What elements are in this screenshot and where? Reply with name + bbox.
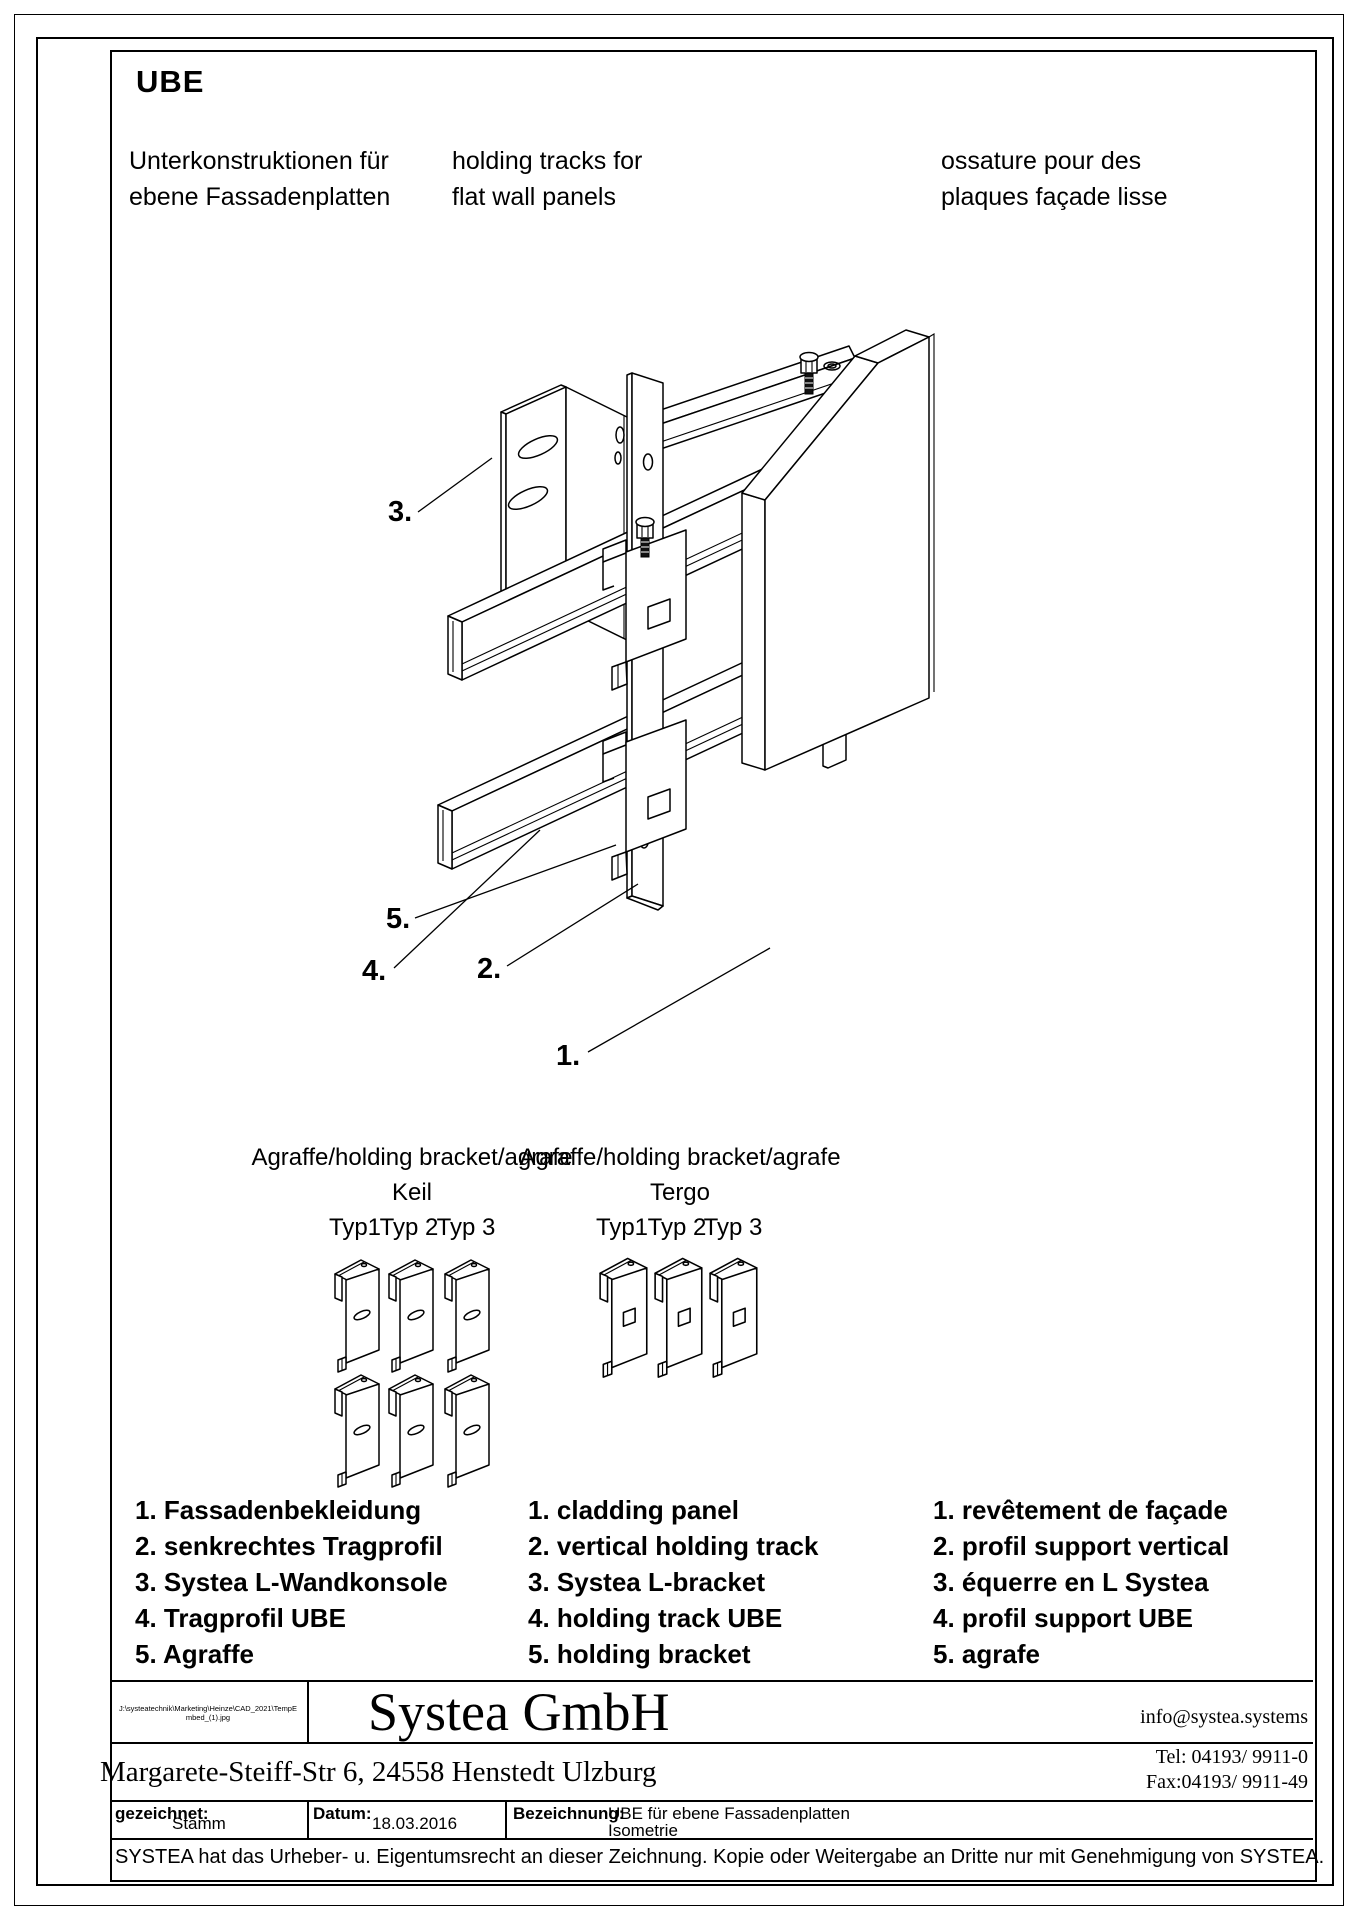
agraffe-tergo-subtitle: Tergo: [649, 1179, 711, 1206]
legend-fr-2: 2. profil support vertical: [933, 1531, 1230, 1561]
legend-en-3: 3. Systea L-bracket: [528, 1567, 766, 1597]
keil-typ2-label: Typ 2: [379, 1214, 439, 1241]
subtitle-english-line2: flat wall panels: [452, 183, 616, 211]
leader-lines: [393, 457, 771, 1053]
file-path: J:\systeatechnik\Marketing\Heinze\CAD_20…: [118, 1704, 297, 1722]
tergo-typ1-label: Typ1: [595, 1214, 649, 1241]
titleblock-line-3: [110, 1800, 1313, 1802]
fax: Fax:04193/ 9911-49: [1145, 1771, 1308, 1793]
tergo-typ3-bracket-icon: [710, 1258, 757, 1377]
keil-typ1-bracket-icon: [335, 1260, 379, 1372]
tergo-typ2-bracket-icon: [655, 1258, 702, 1377]
page-title: UBE: [136, 64, 205, 99]
tergo-typ1-bracket-icon: [600, 1258, 647, 1377]
titleblock-divider-date: [505, 1800, 507, 1838]
copyright-notice: SYSTEA hat das Urheber- u. Eigentumsrech…: [115, 1846, 1325, 1868]
legend-fr-4: 4. profil support UBE: [933, 1603, 1193, 1633]
callout-5: 5.: [386, 903, 411, 935]
isometric-drawing: [393, 329, 935, 1053]
top-bolt-graphic: [799, 351, 841, 395]
company-name: Systea GmbH: [368, 1682, 670, 1742]
legend-german: 1. Fassadenbekleidung 2. senkrechtes Tra…: [135, 1492, 448, 1672]
bracket-icons: [300, 1245, 780, 1505]
designation-line1: UBE für ebene Fassadenplatten: [608, 1804, 850, 1823]
legend-fr-1: 1. revêtement de façade: [933, 1495, 1228, 1525]
titleblock-line-4: [110, 1838, 1313, 1840]
legend-english: 1. cladding panel 2. vertical holding tr…: [528, 1492, 818, 1672]
legend-de-5: 5. Agraffe: [135, 1639, 254, 1669]
email: info@systea.systems: [1140, 1706, 1308, 1728]
legend-de-3: 3. Systea L-Wandkonsole: [135, 1567, 448, 1597]
subtitle-english: holding tracks for flat wall panels: [452, 143, 642, 215]
legend-de-2: 2. senkrechtes Tragprofil: [135, 1531, 443, 1561]
legend-french: 1. revêtement de façade 2. profil suppor…: [933, 1492, 1229, 1672]
titleblock-divider-filepath: [307, 1680, 309, 1742]
top-track-graphic: [633, 345, 856, 457]
callout-2: 2.: [477, 953, 502, 985]
legend-de-1: 1. Fassadenbekleidung: [135, 1495, 422, 1525]
keil-typ3-label: Typ 3: [436, 1214, 496, 1241]
legend-en-2: 2. vertical holding track: [528, 1531, 819, 1561]
address: Margarete-Steiff-Str 6, 24558 Henstedt U…: [100, 1756, 657, 1788]
page-border-inner: [36, 37, 1334, 1886]
callout-1: 1.: [556, 1040, 581, 1072]
legend-de-4: 4. Tragprofil UBE: [135, 1603, 346, 1633]
subtitle-german: Unterkonstruktionen für ebene Fassadenpl…: [129, 143, 390, 215]
legend-fr-3: 3. équerre en L Systea: [933, 1567, 1209, 1597]
titleblock-divider-drawn: [307, 1800, 309, 1838]
page-border-outer: [14, 14, 1344, 1906]
subtitle-english-line1: holding tracks for: [452, 147, 643, 175]
callout-3: 3.: [388, 496, 413, 528]
drawn-label: gezeichnet:: [115, 1804, 209, 1823]
designation-label: Bezeichnung:: [513, 1804, 625, 1823]
titleblock-line-2: [110, 1742, 1313, 1744]
upper-agraffe-graphic: [602, 516, 687, 691]
drawn-by: Stamm: [172, 1814, 226, 1833]
content-frame: [110, 50, 1317, 1882]
subtitle-french-line2: plaques façade lisse: [941, 183, 1168, 211]
legend-en-5: 5. holding bracket: [528, 1639, 751, 1669]
subtitle-french-line1: ossature pour des: [941, 147, 1142, 175]
keil-typ1-label: Typ1: [328, 1214, 382, 1241]
subtitle-german-line1: Unterkonstruktionen für: [129, 147, 389, 175]
agraffe-keil-subtitle: Keil: [391, 1179, 433, 1206]
designation-line2: Isometrie: [608, 1821, 678, 1840]
tergo-typ2-label: Typ 2: [647, 1214, 707, 1241]
legend-fr-5: 5. agrafe: [933, 1639, 1040, 1669]
legend-en-1: 1. cladding panel: [528, 1495, 739, 1525]
keil-typ2-bracket-icon: [389, 1260, 433, 1372]
date-label: Datum:: [313, 1804, 372, 1823]
date-value: 18.03.2016: [372, 1814, 458, 1833]
agraffe-tergo-title: Agraffe/holding bracket/agrafe: [519, 1144, 841, 1171]
legend-en-4: 4. holding track UBE: [528, 1603, 783, 1633]
cladding-panel-graphic: [741, 329, 935, 771]
subtitle-german-line2: ebene Fassadenplatten: [129, 183, 391, 211]
keil-typ3-bracket-icon: [445, 1260, 489, 1372]
agraffe-keil-title: Agraffe/holding bracket/agrafe: [251, 1144, 573, 1171]
subtitle-french: ossature pour des plaques façade lisse: [941, 143, 1168, 215]
keil-typ1-bracket-icon-row2: [335, 1375, 379, 1487]
keil-typ2-bracket-icon-row2: [389, 1375, 433, 1487]
tergo-typ3-label: Typ 3: [703, 1214, 763, 1241]
lower-agraffe-graphic: [602, 719, 687, 881]
lower-track-graphic: [437, 660, 761, 870]
keil-typ3-bracket-icon-row2: [445, 1375, 489, 1487]
phone: Tel: 04193/ 9911-0: [1155, 1746, 1308, 1768]
titleblock-line-top: [110, 1680, 1313, 1682]
callout-4: 4.: [362, 955, 387, 987]
